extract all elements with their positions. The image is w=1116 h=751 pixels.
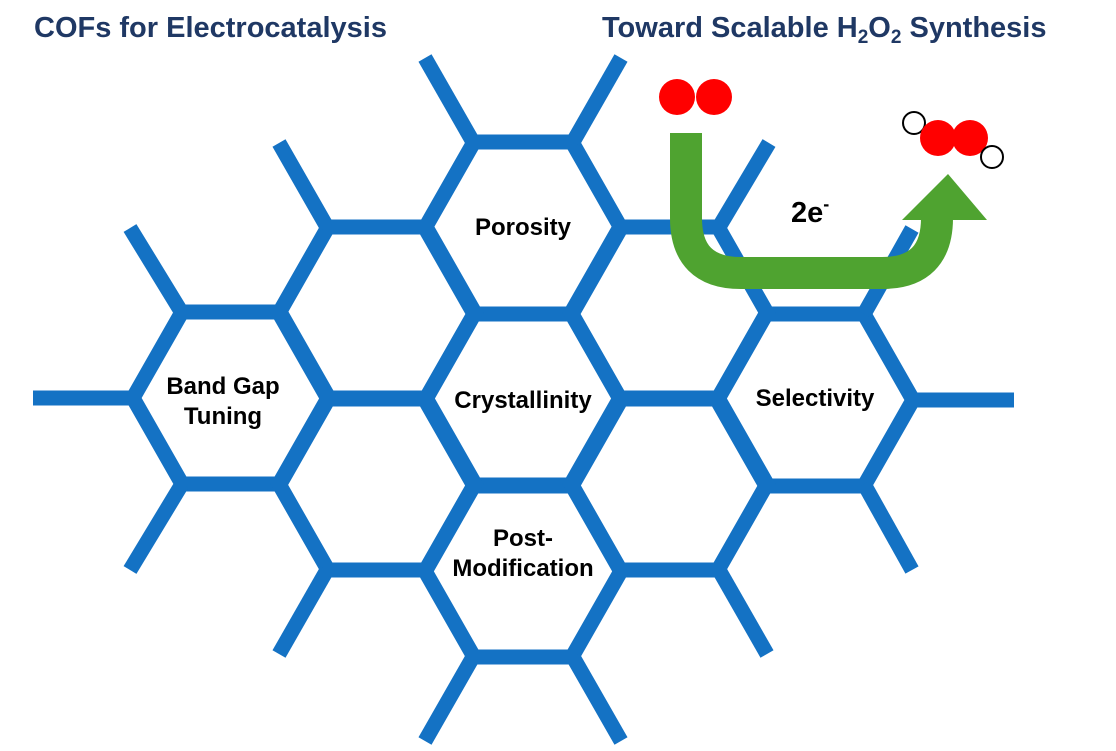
hex-upper-left: [270, 219, 484, 407]
title-right-prefix: Toward Scalable H: [602, 12, 858, 44]
title-cofs-electrocatalysis: COFs for Electrocatalysis: [34, 12, 387, 44]
hex-label-crystallinity: Crystallinity: [454, 387, 592, 414]
o2-oxygen-atom-2: [696, 79, 732, 115]
framework-branch-3: [272, 139, 334, 231]
hex-label-porosity: Porosity: [474, 214, 572, 241]
title-right-suffix: Synthesis: [901, 12, 1047, 44]
electron-charge: -: [823, 194, 830, 214]
hex-label-post-modification: Post- Modification: [428, 524, 618, 584]
electron-count-label: 2e-: [791, 194, 830, 230]
title-right-subscript-1: 2: [857, 27, 869, 48]
framework-branch-9: [566, 653, 628, 745]
arrow-body: [670, 133, 953, 289]
framework-branch-11: [857, 480, 919, 574]
o2-oxygen-atom-1: [659, 79, 695, 115]
arrow-head: [902, 174, 987, 220]
hexagonal-framework: [33, 54, 1014, 745]
electron-count: 2e: [791, 197, 824, 229]
framework-branch-1: [418, 54, 480, 146]
hex-label-band-gap-tuning: Band Gap Tuning: [128, 372, 318, 432]
framework-branch-6: [123, 480, 189, 574]
framework-branch-5: [123, 224, 189, 317]
framework-branch-8: [418, 653, 480, 745]
hex-label-post-line2: Modification: [452, 555, 594, 582]
title-right-subscript-2: 2: [890, 27, 902, 48]
hex-label-band-gap-line1: Band Gap: [166, 373, 280, 400]
framework-branch-10: [712, 566, 774, 658]
h2o2-hydrogen-atom-1: [902, 111, 926, 135]
framework-branch-2: [566, 54, 628, 146]
title-right-mid: O: [868, 12, 891, 44]
framework-branch-7: [272, 566, 334, 658]
hex-label-band-gap-line2: Tuning: [183, 403, 263, 430]
title-h2o2-synthesis: Toward Scalable H2O2 Synthesis: [602, 12, 1047, 48]
molecules: [659, 79, 1004, 169]
h2o2-oxygen-atom-2: [952, 120, 988, 156]
h2o2-oxygen-atom-1: [920, 120, 956, 156]
framework-branch-14: [712, 139, 776, 231]
h2o2-hydrogen-atom-2: [980, 145, 1004, 169]
hex-upper-right: [562, 219, 776, 407]
reaction-arrow: [670, 133, 987, 289]
hex-label-post-line1: Post-: [493, 525, 553, 552]
hex-label-selectivity: Selectivity: [755, 385, 875, 412]
